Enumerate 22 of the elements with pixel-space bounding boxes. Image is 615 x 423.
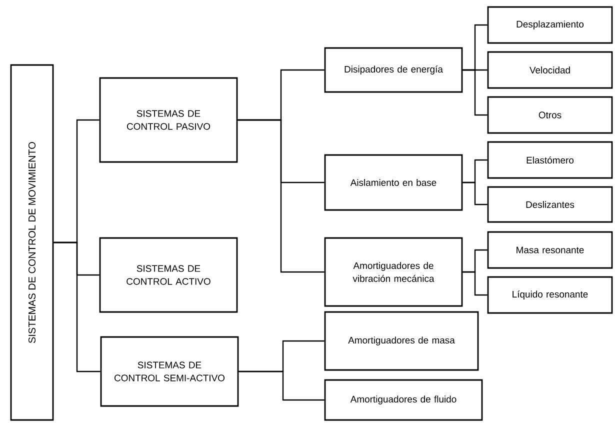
category-box: Amortiguadores de masa bbox=[324, 311, 479, 371]
connector-line bbox=[462, 182, 488, 206]
category-box: Elastómero bbox=[487, 141, 613, 179]
category-box: SISTEMAS DE CONTROL ACTIVO bbox=[99, 237, 238, 313]
connector-line bbox=[238, 370, 324, 401]
connector-line bbox=[54, 242, 100, 372]
category-box: Disipadores de energía bbox=[324, 47, 463, 93]
category-box: Otros bbox=[487, 96, 613, 134]
connector-line bbox=[462, 271, 488, 296]
category-box: Amortiguadores de vibración mecánica bbox=[324, 237, 463, 307]
category-box: Deslizantes bbox=[487, 186, 613, 223]
category-box: SISTEMAS DE CONTROL SEMI-ACTIVO bbox=[100, 336, 239, 407]
connector-line bbox=[238, 119, 324, 273]
category-box: SISTEMAS DE CONTROL PASIVO bbox=[99, 77, 238, 163]
category-box: Amortiguadores de fluido bbox=[324, 379, 483, 421]
category-box: Masa resonante bbox=[487, 231, 613, 269]
category-box: Desplazamiento bbox=[487, 6, 613, 44]
connector-line bbox=[462, 69, 488, 116]
root-box: SISTEMAS DE CONTROL DE MOVIMIENTO bbox=[10, 64, 54, 421]
category-box: Velocidad bbox=[487, 51, 613, 89]
category-box: Aislamiento en base bbox=[324, 154, 463, 211]
category-box: Líquido resonante bbox=[487, 276, 613, 314]
